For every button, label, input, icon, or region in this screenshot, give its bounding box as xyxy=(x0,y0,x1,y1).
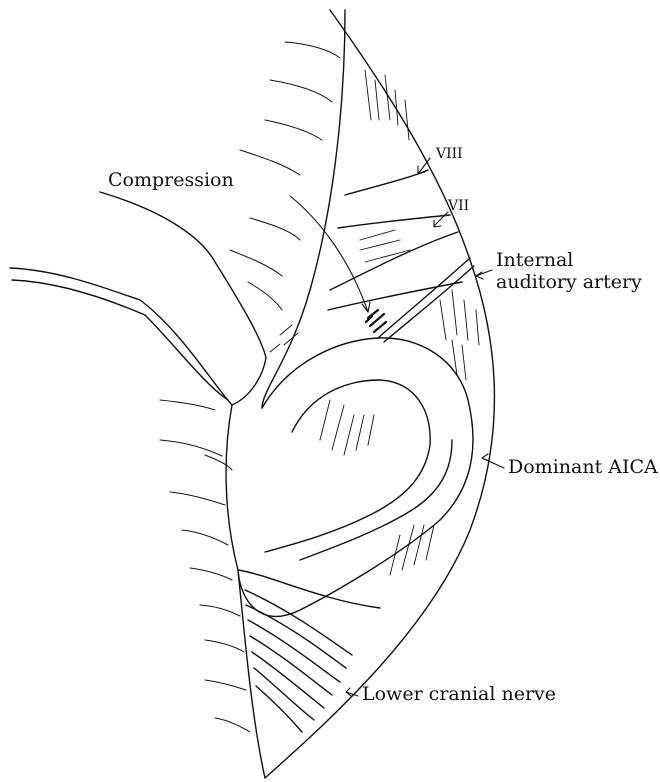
field-boundary-left xyxy=(226,405,265,778)
label-internal-auditory-artery-line1: Internal xyxy=(496,250,642,272)
label-dominant-aica: Dominant AICA xyxy=(508,457,658,479)
nerve-vii-upper xyxy=(330,232,458,290)
iaa-leader xyxy=(476,270,492,276)
label-internal-auditory-artery: Internal auditory artery xyxy=(496,250,642,294)
retractor-lower-edge xyxy=(10,268,232,405)
vii-arrowhead xyxy=(434,220,441,227)
label-compression: Compression xyxy=(108,170,234,192)
compression-site xyxy=(366,310,386,332)
aica-loop-inner xyxy=(265,380,430,552)
retractor-inner-edge xyxy=(12,280,228,400)
iaa-arrowhead xyxy=(476,272,483,279)
label-cranial-nerve-vii: VII xyxy=(448,198,469,214)
field-boundary-right xyxy=(265,10,494,778)
label-cranial-nerve-viii: VIII xyxy=(436,146,463,162)
nerve-viii-lower xyxy=(338,215,450,228)
label-lower-cranial-nerve: Lower cranial nerve xyxy=(362,684,556,706)
label-internal-auditory-artery-line2: auditory artery xyxy=(496,272,642,294)
nerve-vii-lower xyxy=(328,282,462,310)
compression-leader xyxy=(290,196,368,312)
vii-leader xyxy=(434,212,448,226)
lcn-arrowhead xyxy=(346,688,351,696)
aica-arrowhead xyxy=(482,454,489,461)
cerebellum-outline xyxy=(100,192,266,405)
nerve-viii-upper xyxy=(345,170,428,195)
pons-boundary xyxy=(238,570,380,608)
